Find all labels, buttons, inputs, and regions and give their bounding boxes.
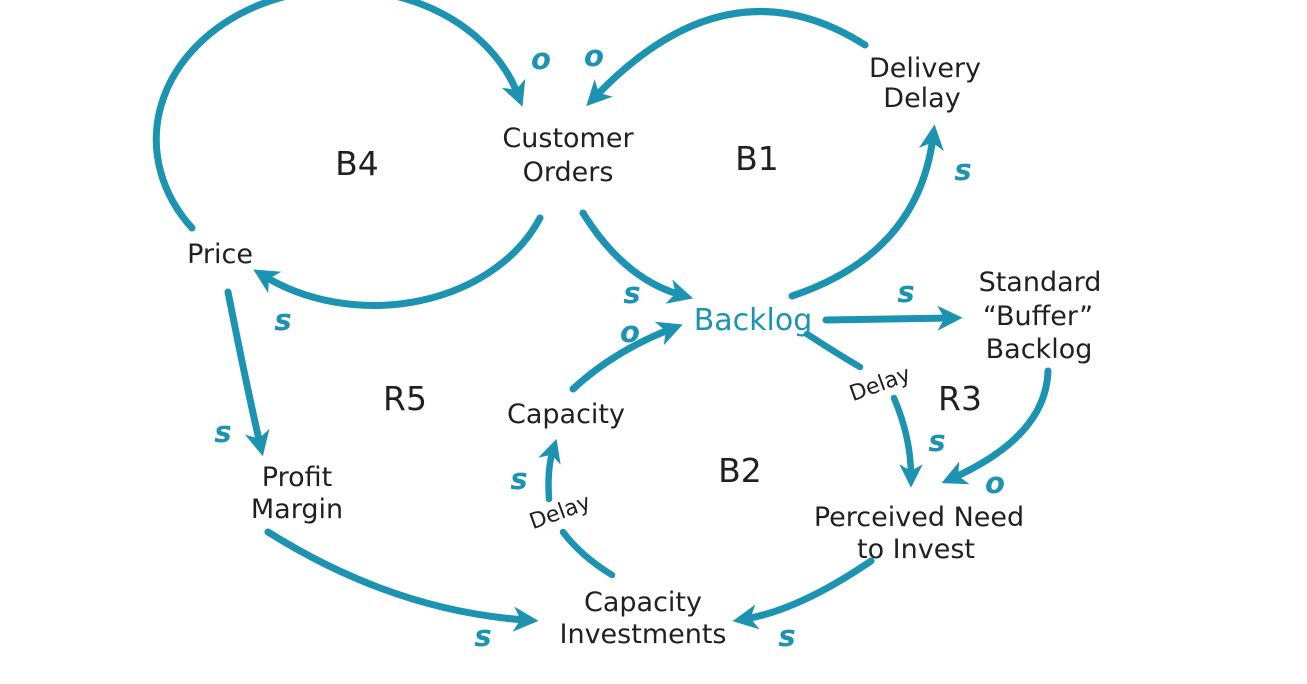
polarity-customer-orders-to-backlog: s xyxy=(623,276,640,310)
arrow-backlog-to-perceived-need-segment2 xyxy=(890,394,923,488)
polarity-capacity-investments-to-capacity: s xyxy=(510,462,527,496)
polarity-standard-buffer-backlog-to-perceived-need: o xyxy=(985,466,1005,500)
svg-text:Backlog: Backlog xyxy=(986,334,1093,365)
arrow-price-to-profit-margin xyxy=(224,288,270,457)
svg-text:Orders: Orders xyxy=(523,157,614,188)
svg-text:to Invest: to Invest xyxy=(857,534,975,565)
polarity-backlog-to-standard-buffer-backlog: s xyxy=(897,275,914,309)
node-profit-margin: Profit Margin xyxy=(251,462,343,525)
node-price: Price xyxy=(187,239,253,270)
svg-text:Margin: Margin xyxy=(251,494,343,525)
svg-text:Perceived Need: Perceived Need xyxy=(814,502,1024,533)
arrow-customer-orders-to-backlog xyxy=(579,209,694,304)
diagram-links xyxy=(152,0,1052,632)
loop-label-b2: B2 xyxy=(718,451,762,490)
svg-text:“Buffer”: “Buffer” xyxy=(983,301,1093,332)
node-capacity: Capacity xyxy=(507,399,625,430)
arrow-capacity-investments-to-capacity-segment2 xyxy=(538,438,561,503)
loop-label-b1: B1 xyxy=(735,139,779,178)
polarity-backlog-to-delivery-delay: s xyxy=(954,153,971,187)
arrow-profit-margin-to-capacity-investments xyxy=(264,528,539,632)
diagram-nodes: Customer Orders Delivery Delay Price Bac… xyxy=(187,53,1101,650)
svg-text:Investments: Investments xyxy=(560,619,727,650)
polarity-labels: o o s s s o s s o s s s s xyxy=(214,39,1005,653)
loop-label-b4: B4 xyxy=(335,144,379,183)
svg-text:Profit: Profit xyxy=(262,462,332,493)
polarity-profit-margin-to-capacity-investments: s xyxy=(474,619,491,653)
arrow-delivery-delay-to-customer-orders xyxy=(586,8,869,107)
loop-label-r3: R3 xyxy=(938,379,982,418)
svg-text:Delivery: Delivery xyxy=(869,53,981,84)
loop-labels: B4 B1 R5 B2 R3 xyxy=(335,139,982,490)
svg-text:Delay: Delay xyxy=(883,83,960,114)
polarity-perceived-need-to-capacity-investments: s xyxy=(778,619,795,653)
arrow-capacity-investments-to-capacity-segment1 xyxy=(559,528,616,579)
arrow-backlog-to-perceived-need-segment1 xyxy=(803,330,864,371)
arrow-customer-orders-to-price xyxy=(253,214,544,309)
node-capacity-investments: Capacity Investments xyxy=(560,587,727,650)
node-perceived-need-to-invest: Perceived Need to Invest xyxy=(814,502,1024,565)
polarity-customer-orders-to-price: s xyxy=(274,303,291,337)
delay-mark-capacity-investments-to-capacity: Delay xyxy=(526,490,594,535)
polarity-backlog-to-perceived-need: s xyxy=(928,424,945,458)
polarity-price-to-customer-orders: o xyxy=(531,42,551,76)
node-customer-orders: Customer Orders xyxy=(502,123,634,188)
svg-text:Capacity: Capacity xyxy=(584,587,702,618)
arrow-capacity-to-backlog xyxy=(569,321,683,393)
node-delivery-delay: Delivery Delay xyxy=(869,53,981,114)
arrow-price-to-customer-orders xyxy=(152,0,526,232)
arrow-backlog-to-standard-buffer-backlog xyxy=(822,305,963,331)
polarity-delivery-delay-to-customer-orders: o xyxy=(584,39,604,73)
arrow-perceived-need-to-capacity-investments xyxy=(732,557,875,630)
loop-label-r5: R5 xyxy=(383,379,427,418)
svg-text:Customer: Customer xyxy=(502,123,634,154)
svg-text:Standard: Standard xyxy=(979,267,1102,298)
arrow-backlog-to-delivery-delay xyxy=(788,124,944,300)
arrow-standard-buffer-backlog-to-perceived-need xyxy=(941,367,1052,485)
polarity-capacity-to-backlog: o xyxy=(620,315,640,349)
node-standard-buffer-backlog: Standard “Buffer” Backlog xyxy=(979,267,1102,365)
delay-mark-backlog-to-perceived-need: Delay xyxy=(846,362,914,407)
polarity-price-to-profit-margin: s xyxy=(214,415,231,449)
node-backlog: Backlog xyxy=(694,303,813,338)
